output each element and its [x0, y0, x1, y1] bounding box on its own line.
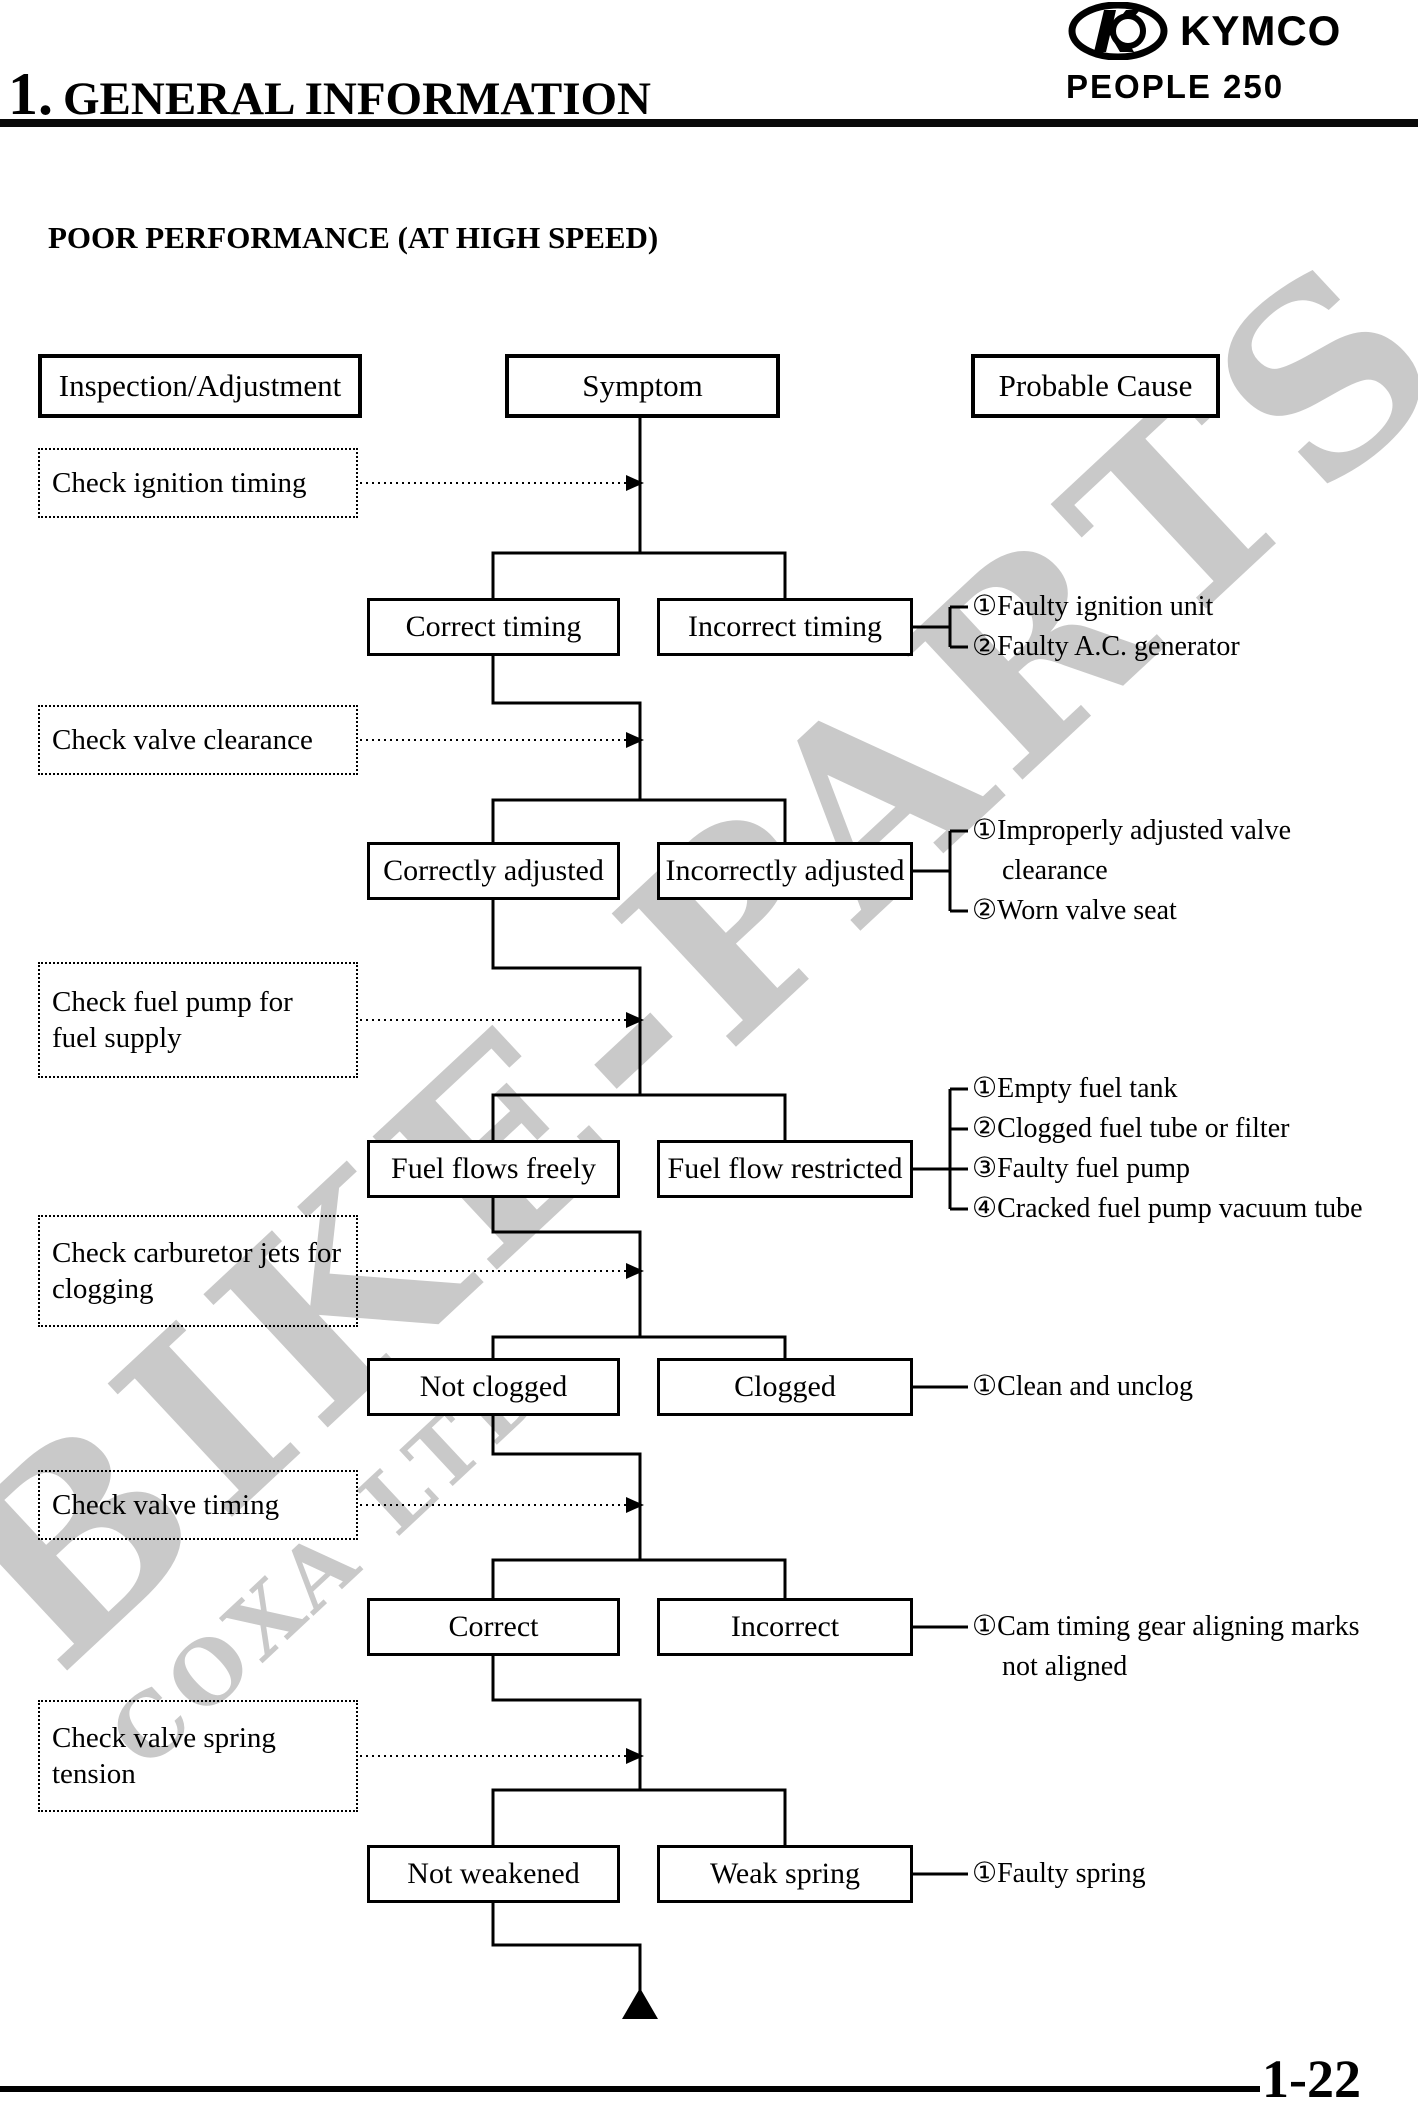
arrowhead-icons [622, 475, 658, 2019]
chapter-number: 1. [8, 61, 53, 127]
inspection-box-carburetor-jets: Check carburetor jets for clogging [38, 1215, 358, 1327]
cause-text: ②Worn valve seat [972, 895, 1177, 926]
chapter-title: GENERAL INFORMATION [63, 73, 651, 125]
symptom-ok-box-1: Correct timing [367, 598, 620, 656]
symptom-ok-box-6: Not weakened [367, 1845, 620, 1903]
cause-text: ③Faulty fuel pump [972, 1153, 1190, 1184]
cause-text: ①Faulty ignition unit [972, 591, 1214, 622]
brand-block: KYMCO [1068, 2, 1341, 60]
symptom-ok-box-4: Not clogged [367, 1358, 620, 1416]
column-header-inspection: Inspection/Adjustment [38, 354, 362, 418]
cause-text: ①Clean and unclog [972, 1371, 1194, 1402]
symptom-fault-box-5: Incorrect [657, 1598, 913, 1656]
cause-text: ④Cracked fuel pump vacuum tube [972, 1193, 1363, 1224]
cause-text: ①Faulty spring [972, 1858, 1146, 1889]
model-name: PEOPLE 250 [1066, 68, 1285, 105]
page-number: 1-22 [1262, 2049, 1361, 2109]
symptom-fault-box-6: Weak spring [657, 1845, 913, 1903]
chapter-heading: 1.GENERAL INFORMATION [8, 60, 651, 129]
cause-text: ①Empty fuel tank [972, 1073, 1178, 1104]
column-header-probable-cause: Probable Cause [971, 354, 1220, 418]
inspection-box-fuel-pump: Check fuel pump for fuel supply [38, 962, 358, 1078]
cause-text: ①Cam timing gear aligning marks not alig… [972, 1611, 1360, 1682]
symptom-ok-box-2: Correctly adjusted [367, 842, 620, 900]
symptom-ok-box-5: Correct [367, 1598, 620, 1656]
footer-rule [0, 2086, 1260, 2092]
kymco-logo-icon [1068, 2, 1168, 60]
column-header-symptom: Symptom [505, 354, 780, 418]
continuation-triangle-icon [622, 1988, 658, 2019]
symptom-ok-box-3: Fuel flows freely [367, 1140, 620, 1198]
cause-text: ②Faulty A.C. generator [972, 631, 1240, 662]
cause-text: ①Improperly adjusted valve clearance [972, 815, 1292, 886]
symptom-fault-box-2: Incorrectly adjusted [657, 842, 913, 900]
symptom-fault-box-3: Fuel flow restricted [657, 1140, 913, 1198]
header-rule [0, 119, 1418, 127]
cause-text: ②Clogged fuel tube or filter [972, 1113, 1290, 1144]
symptom-fault-box-4: Clogged [657, 1358, 913, 1416]
inspection-box-ignition-timing: Check ignition timing [38, 448, 358, 518]
symptom-fault-box-1: Incorrect timing [657, 598, 913, 656]
inspection-box-valve-clearance: Check valve clearance [38, 705, 358, 775]
inspection-box-valve-spring: Check valve spring tension [38, 1700, 358, 1812]
brand-name: KYMCO [1180, 7, 1342, 54]
page-title: POOR PERFORMANCE (AT HIGH SPEED) [48, 220, 659, 255]
inspection-box-valve-timing: Check valve timing [38, 1470, 358, 1540]
